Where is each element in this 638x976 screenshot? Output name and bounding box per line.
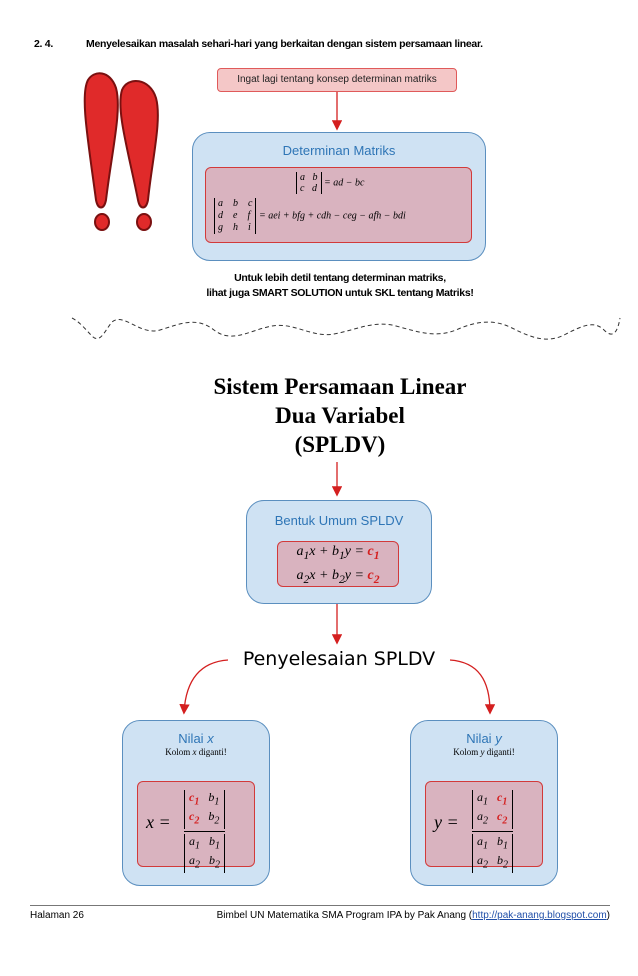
main-title: Sistem Persamaan Linear Dua Variabel (SP…: [150, 372, 530, 459]
determinant-title: Determinan Matriks: [282, 143, 396, 158]
general-form-equations: a1x + b1y = c1 a2x + b2y = c2: [277, 541, 399, 587]
cut-line: [71, 317, 621, 340]
exclamation-icon: [83, 72, 159, 231]
nilai-x-hint: Kolom x diganti!: [165, 747, 227, 757]
det3-result: = aei + bfg + cdh − ceg − afh − bdi: [258, 210, 406, 222]
nilai-y-title: Nilai y: [466, 731, 502, 746]
arrow-left-curve-icon: [179, 659, 229, 715]
footer-credit: Bimbel UN Matematika SMA Program IPA by …: [216, 910, 610, 921]
section-heading: 2. 4. Menyelesaikan masalah sehari-hari y…: [34, 38, 483, 50]
note-text: Untuk lebih detil tentang determinan mat…: [150, 271, 530, 301]
main-title-line-1: Sistem Persamaan Linear: [213, 374, 467, 399]
main-title-line-2: Dua Variabel: [275, 403, 405, 428]
note-line-1: Untuk lebih detil tentang determinan mat…: [234, 272, 446, 284]
solution-title: Penyelesaian SPLDV: [242, 648, 436, 670]
arrow-right-curve-icon: [449, 659, 496, 715]
det2-result: = ad − bc: [324, 177, 365, 189]
general-form-box: Bentuk Umum SPLDV a1x + b1y = c1 a2x + b…: [246, 500, 432, 604]
nilai-x-title: Nilai x: [178, 731, 214, 746]
section-title: Menyelesaikan masalah sehari-hari yang b…: [86, 38, 483, 50]
nilai-y-hint: Kolom y diganti!: [453, 747, 515, 757]
footer-page: Halaman 26: [30, 910, 84, 921]
main-title-line-3: (SPLDV): [294, 432, 386, 457]
general-form-title: Bentuk Umum SPLDV: [274, 513, 404, 528]
footer-divider: [30, 905, 610, 906]
note-line-2: lihat juga SMART SOLUTION untuk SKL tent…: [206, 287, 474, 299]
footer-link[interactable]: http://pak-anang.blogspot.com: [472, 910, 607, 921]
reminder-box: Ingat lagi tentang konsep determinan mat…: [217, 68, 457, 92]
section-number: 2. 4.: [34, 38, 53, 50]
